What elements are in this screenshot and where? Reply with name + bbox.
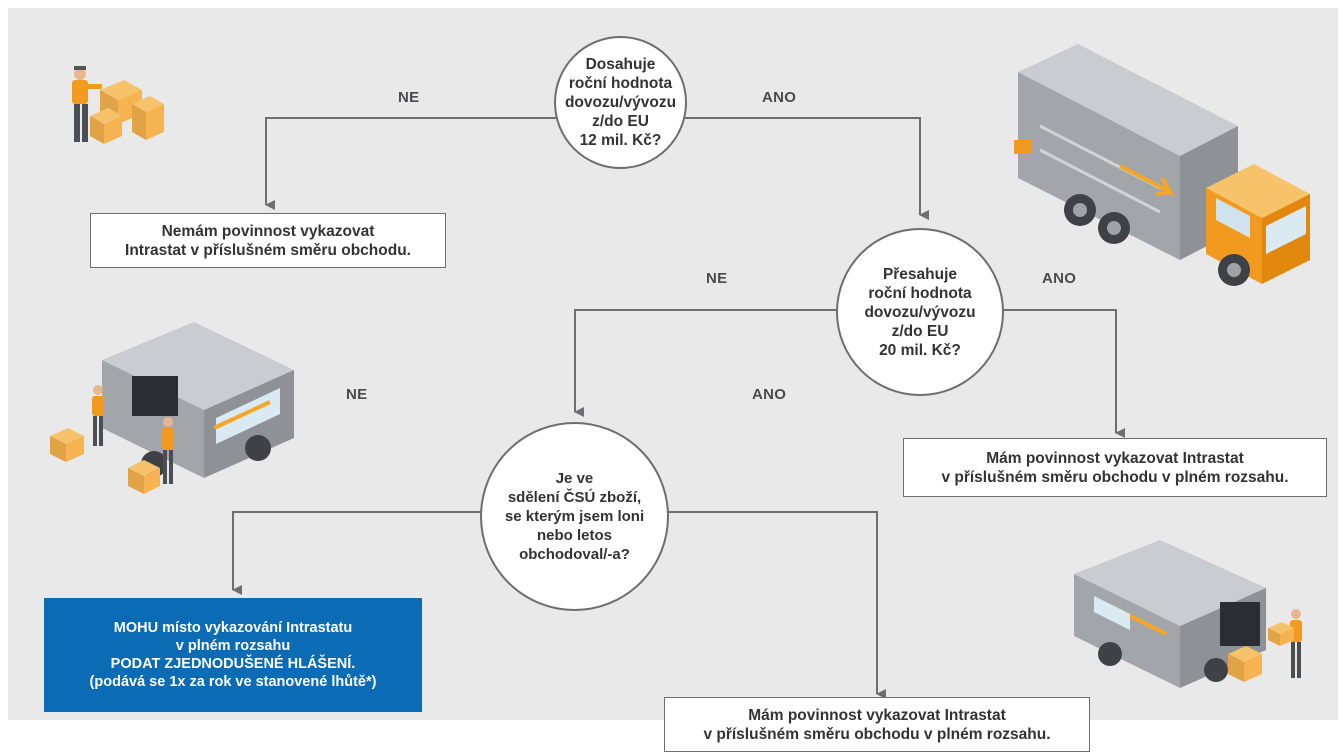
d2-no-label: NE: [706, 270, 728, 287]
outcome-simplified-report-box: MOHU místo vykazování Intrastatu v plném…: [44, 598, 422, 712]
decision-circle-threshold-12m: Dosahuje roční hodnota dovozu/vývozu z/d…: [554, 36, 687, 169]
d3-no-connector: [232, 511, 482, 595]
d1-no-connector: [265, 117, 556, 210]
outcome-full-scope-box-2: Mám povinnost vykazovat Intrastat v přís…: [664, 697, 1090, 752]
worker-with-boxes-illustration: [72, 66, 164, 144]
decision-circle-csu-goods: Je ve sdělení ČSÚ zboží, se kterým jsem …: [480, 422, 669, 611]
d2-no-connector: [574, 309, 838, 417]
outcome-full-scope-box-1: Mám povinnost vykazovat Intrastat v přís…: [903, 438, 1327, 497]
d1-no-label: NE: [398, 89, 420, 106]
decision-1-text: Dosahuje roční hodnota dovozu/vývozu z/d…: [564, 56, 677, 149]
outcome-simplified-text: MOHU místo vykazování Intrastatu v plném…: [89, 620, 377, 690]
d3-no-label: NE: [346, 386, 368, 403]
d1-yes-connector: [685, 117, 929, 220]
d3-yes-label: ANO: [752, 386, 787, 403]
decision-circle-threshold-20m: Přesahuje roční hodnota dovozu/vývozu z/…: [836, 228, 1004, 396]
outcome-full-1-text: Mám povinnost vykazovat Intrastat v přís…: [941, 449, 1289, 486]
outcome-full-2-text: Mám povinnost vykazovat Intrastat v přís…: [703, 706, 1051, 743]
van-delivery-illustration: [1074, 540, 1302, 688]
outcome-no-obligation-box: Nemám povinnost vykazovat Intrastat v př…: [90, 213, 446, 268]
connector-lines: [232, 117, 1125, 699]
decision-3-text: Je ve sdělení ČSÚ zboží, se kterým jsem …: [504, 470, 645, 563]
decision-2-text: Přesahuje roční hodnota dovozu/vývozu z/…: [864, 265, 976, 359]
truck-illustration: [1014, 44, 1310, 286]
outcome-no-obligation-text: Nemám povinnost vykazovat Intrastat v př…: [125, 222, 411, 259]
d2-yes-label: ANO: [1042, 270, 1077, 287]
d2-yes-connector: [1002, 309, 1125, 438]
d1-yes-label: ANO: [762, 89, 797, 106]
d3-yes-connector: [667, 511, 886, 699]
van-with-workers-illustration: [50, 322, 294, 494]
